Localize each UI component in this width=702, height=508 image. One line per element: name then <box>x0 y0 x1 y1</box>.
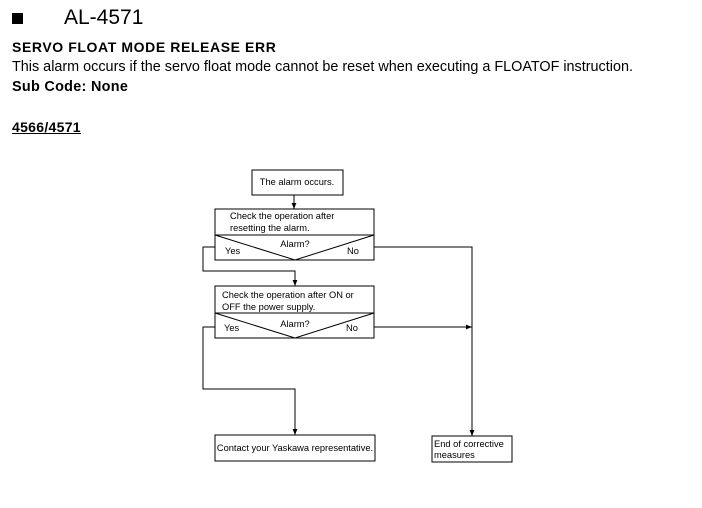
step2-line1: Check the operation after ON or <box>222 290 354 300</box>
decision1-question: Alarm? <box>280 239 309 249</box>
decision2-diamond <box>214 312 375 339</box>
end-line1: End of corrective <box>434 439 504 449</box>
decision2-no: No <box>346 323 358 333</box>
section-title: 4566/4571 <box>12 119 81 135</box>
step2-line2: OFF the power supply. <box>222 302 315 312</box>
sub-code: Sub Code: None <box>12 79 129 95</box>
end-box <box>431 435 513 463</box>
contact-box <box>214 434 376 462</box>
decision1-diamond <box>214 234 375 261</box>
alarm-name: SERVO FLOAT MODE RELEASE ERR <box>12 39 277 55</box>
decision1-no: No <box>347 246 359 256</box>
start-box <box>251 169 344 196</box>
alarm-description: This alarm occurs if the servo float mod… <box>12 59 633 75</box>
decision2-question: Alarm? <box>280 319 309 329</box>
step1-line1: Check the operation after <box>230 211 334 221</box>
decision1-yes: Yes <box>225 246 241 256</box>
arrow-yes2-to-contact <box>202 326 298 435</box>
arrow-no1-to-end <box>374 246 475 436</box>
step1-line2: resetting the alarm. <box>230 223 310 233</box>
alarm-code: AL-4571 <box>64 6 144 29</box>
arrow-yes1-to-step2 <box>202 246 298 286</box>
decision2-yes: Yes <box>224 323 240 333</box>
contact-label: Contact your Yaskawa representative. <box>217 443 373 453</box>
end-line2: measures <box>434 450 475 460</box>
bullet-square-icon <box>12 13 23 24</box>
start-label: The alarm occurs. <box>260 177 334 187</box>
